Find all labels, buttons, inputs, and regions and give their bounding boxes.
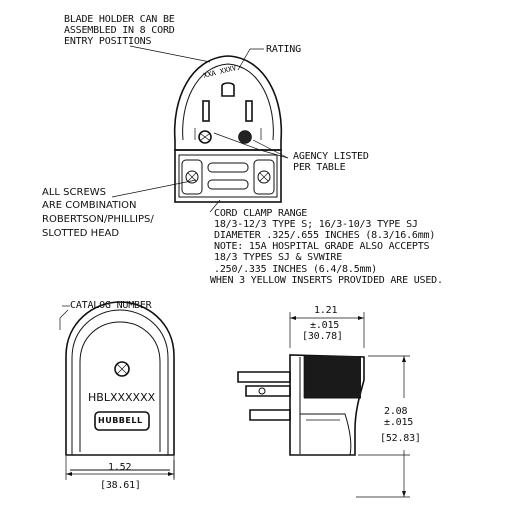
side-view-plug xyxy=(237,354,365,456)
side-width-tolerance: ±.015 xyxy=(310,320,340,331)
top-view-plug-face xyxy=(173,55,283,151)
side-height-tolerance: ±.015 xyxy=(384,417,414,428)
cord-clamp-line4: NOTE: 15A HOSPITAL GRADE ALSO ACCEPTS xyxy=(214,241,430,252)
front-view-plug xyxy=(65,301,175,478)
side-height-inches: 2.08 xyxy=(384,406,408,417)
leader-catalog xyxy=(59,305,70,330)
side-height-dimension xyxy=(356,355,410,498)
rating-label: RATING xyxy=(266,44,301,55)
front-width-inches: 1.52 xyxy=(108,462,132,473)
screws-note-line4: SLOTTED HEAD xyxy=(42,228,120,239)
rating-marks: XXA XXXV xyxy=(203,64,238,80)
cord-clamp-title: CORD CLAMP RANGE xyxy=(214,208,308,219)
screws-note-line3: ROBERTSON/PHILLIPS/ xyxy=(42,214,154,225)
cord-clamp-line2: 18/3-12/3 TYPE S; 16/3-10/3 TYPE SJ xyxy=(214,219,418,230)
catalog-number-value: HBLXXXXXX xyxy=(88,391,156,404)
agency-label-line1: AGENCY LISTED xyxy=(293,151,369,162)
front-width-dimension xyxy=(65,456,175,480)
ground-slot xyxy=(221,82,235,97)
cord-clamp-line5: 18/3 TYPES SJ & SVWIRE xyxy=(214,252,343,263)
screws-note-line1: ALL SCREWS xyxy=(42,187,106,198)
cord-clamp-line7: WHEN 3 YELLOW INSERTS PROVIDED ARE USED. xyxy=(210,275,443,286)
blade-holder-note-line1: BLADE HOLDER CAN BE xyxy=(64,14,175,25)
cord-clamp-line6: .250/.335 INCHES (6.4/8.5mm) xyxy=(214,264,377,275)
side-height-mm: [52.83] xyxy=(380,433,421,444)
screws-note-line2: ARE COMBINATION xyxy=(42,200,137,211)
blade-holder-note-line3: ENTRY POSITIONS xyxy=(64,36,152,47)
catalog-number-label: CATALOG NUMBER xyxy=(70,300,152,311)
agency-label-line2: PER TABLE xyxy=(293,162,346,173)
leader-lines-top xyxy=(111,45,289,213)
side-width-dimension xyxy=(289,312,365,348)
side-width-mm: [30.78] xyxy=(302,331,343,342)
cord-clamp-line3: DIAMETER .325/.655 INCHES (8.3/16.6mm) xyxy=(214,230,436,241)
front-width-mm: [38.61] xyxy=(100,480,141,491)
blade-holder-note-line2: ASSEMBLED IN 8 CORD xyxy=(64,25,175,36)
side-width-inches: 1.21 xyxy=(314,305,338,316)
cord-clamp xyxy=(174,149,282,203)
terminal-screws xyxy=(198,130,252,144)
svg-text:XXA XXXV: XXA XXXV xyxy=(203,64,238,80)
hubbell-logo: HUBBELL xyxy=(98,416,143,425)
blade-slots xyxy=(202,100,253,122)
